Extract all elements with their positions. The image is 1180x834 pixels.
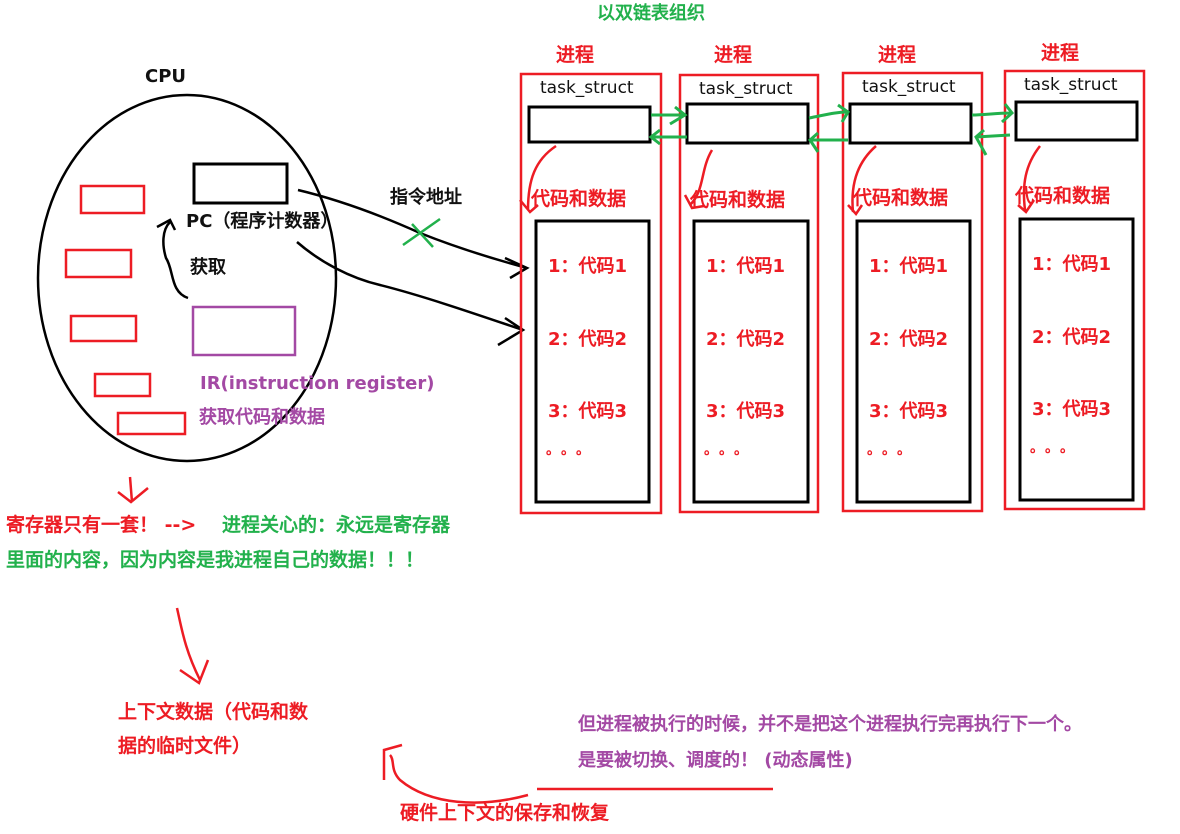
process-title: 进程 xyxy=(878,44,917,66)
code-data-label: 代码和数据 xyxy=(853,187,949,209)
code-data-label: 代码和数据 xyxy=(1015,185,1111,207)
green-cross-mark xyxy=(402,217,441,248)
code-line: 2：代码2 xyxy=(1032,327,1112,348)
down-arrow-context xyxy=(175,607,210,685)
pc-label: PC（程序计数器） xyxy=(186,211,339,232)
code-line: 3：代码3 xyxy=(548,401,628,422)
next-arrow xyxy=(971,103,1015,124)
code-line: 1：代码1 xyxy=(869,256,949,277)
code-line: 2：代码2 xyxy=(548,329,628,350)
process-title: 进程 xyxy=(1041,42,1080,64)
switch-note-1: 但进程被执行的时候，并不是把这个进程执行完再执行下一个。 xyxy=(578,714,1082,735)
cpu-title: CPU xyxy=(145,66,187,87)
process-container xyxy=(678,73,820,514)
task-struct-box xyxy=(527,105,652,144)
instruction-address-arrow-2 xyxy=(296,241,526,347)
down-arrow xyxy=(117,476,149,504)
next-arrow xyxy=(651,105,688,126)
process-title: 进程 xyxy=(556,44,595,66)
code-data-box xyxy=(1018,217,1135,502)
registers-note-red: 寄存器只有一套！ --> xyxy=(6,514,197,536)
ellipsis: 。。。 xyxy=(704,442,756,458)
register-box xyxy=(64,248,133,279)
linked-list-arrows xyxy=(648,103,1015,156)
registers-note-green-2: 里面的内容，因为内容是我进程自己的数据！！！ xyxy=(6,549,425,571)
curved-arrow-back xyxy=(382,743,529,804)
register-box xyxy=(79,184,146,215)
register-box xyxy=(116,411,187,436)
prev-arrow xyxy=(808,131,848,153)
context-note-2: 据的临时文件） xyxy=(118,735,252,757)
code-line: 1：代码1 xyxy=(548,256,628,277)
task-struct-label: task_struct xyxy=(540,78,634,98)
ir-label: IR(instruction register) xyxy=(200,373,435,394)
ellipsis: 。。。 xyxy=(546,442,598,458)
code-line: 1：代码1 xyxy=(706,256,786,277)
switch-note-2: 是要被切换、调度的！ (动态属性) xyxy=(578,750,853,771)
ellipsis: 。。。 xyxy=(867,442,919,458)
code-line: 1：代码1 xyxy=(1032,254,1112,275)
hardware-context-note: 硬件上下文的保存和恢复 xyxy=(400,802,610,824)
code-line: 2：代码2 xyxy=(706,329,786,350)
code-data-label: 代码和数据 xyxy=(531,188,627,210)
task-struct-label: task_struct xyxy=(699,79,793,99)
task-struct-box xyxy=(685,102,810,145)
code-line: 3：代码3 xyxy=(869,401,949,422)
register-box xyxy=(93,372,152,398)
process-container xyxy=(841,71,984,513)
code-data-label: 代码和数据 xyxy=(690,189,786,211)
instruction-address-label: 指令地址 xyxy=(390,187,462,208)
process-container xyxy=(519,72,663,515)
prev-arrow xyxy=(974,128,1011,156)
task-struct-box xyxy=(1014,100,1139,142)
code-data-box xyxy=(692,219,810,504)
code-data-box xyxy=(855,219,972,504)
fetch-label: 获取 xyxy=(190,257,226,278)
linked-list-label: 以双链表组织 xyxy=(597,3,705,24)
task-struct-label: task_struct xyxy=(1024,75,1118,95)
process-title: 进程 xyxy=(714,44,753,66)
code-line: 2：代码2 xyxy=(869,329,949,350)
context-note-1: 上下文数据（代码和数 xyxy=(118,701,309,723)
ir-description: 获取代码和数据 xyxy=(199,407,325,428)
register-box xyxy=(69,314,138,343)
ellipsis: 。。。 xyxy=(1030,440,1082,456)
fetch-arrow xyxy=(156,218,189,300)
pc-register-box xyxy=(192,162,289,205)
ir-register-box xyxy=(191,305,297,357)
task-struct-box xyxy=(848,102,973,145)
code-line: 3：代码3 xyxy=(1032,399,1112,420)
process-container xyxy=(1003,69,1146,511)
registers-note-green-1: 进程关心的：永远是寄存器 xyxy=(222,514,451,536)
struct-to-code-arrows xyxy=(519,144,1041,217)
next-arrow xyxy=(808,103,851,123)
code-line: 3：代码3 xyxy=(706,401,786,422)
cpu-ellipse xyxy=(36,93,338,463)
task-struct-label: task_struct xyxy=(862,77,956,97)
prev-arrow xyxy=(648,128,687,146)
code-data-box xyxy=(534,219,651,504)
